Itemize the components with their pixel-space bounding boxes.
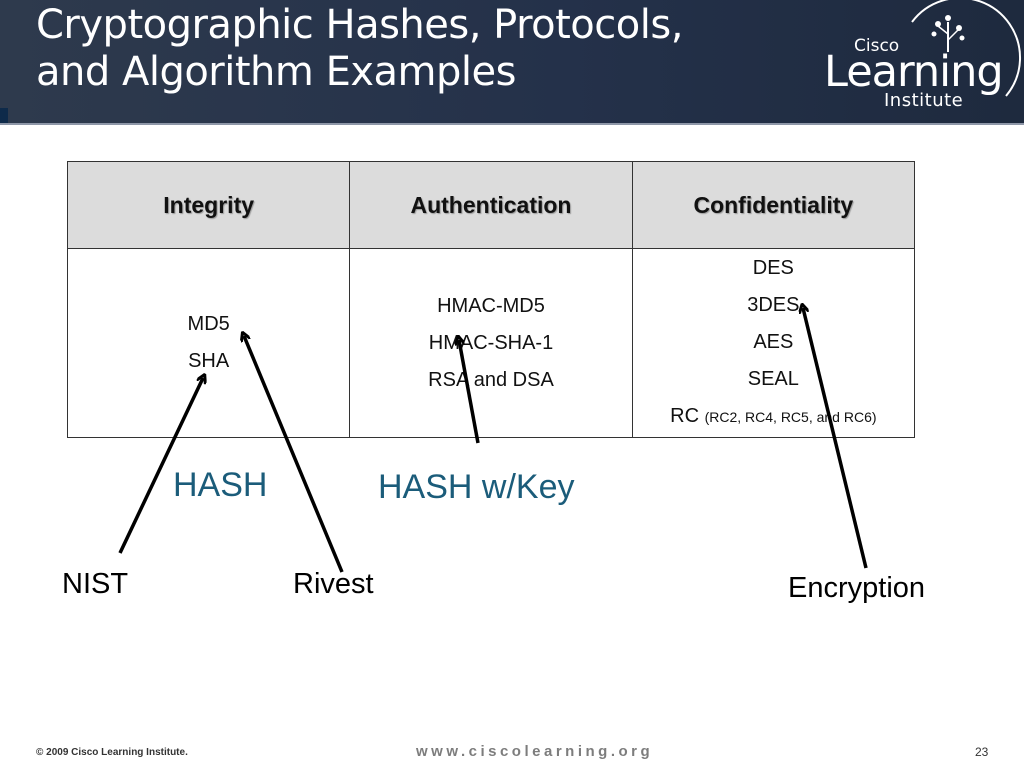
logo-cisco-text: Cisco — [854, 36, 900, 56]
integrity-sha: SHA — [188, 350, 230, 372]
footer-url: www.ciscolearning.org — [416, 743, 654, 760]
header-authentication: Authentication — [349, 161, 633, 249]
rivest-arrow — [244, 336, 344, 573]
cisco-learning-institute-logo: Cisco Learning Institute — [820, 0, 1024, 123]
header-confidentiality: Confidentiality — [631, 161, 916, 249]
hash-annotation: HASH — [173, 466, 268, 504]
slide-title: Cryptographic Hashes, Protocols, and Alg… — [36, 2, 756, 96]
conf-des: DES — [752, 257, 794, 279]
nist-annotation: NIST — [62, 568, 129, 600]
slide-header: Cryptographic Hashes, Protocols, and Alg… — [0, 0, 1024, 125]
conf-seal: SEAL — [747, 368, 799, 390]
footer-copyright: © 2009 Cisco Learning Institute. — [36, 747, 188, 758]
page-number: 23 — [975, 745, 989, 759]
integrity-cell: MD5 SHA — [66, 248, 351, 438]
encryption-annotation: Encryption — [788, 572, 926, 604]
title-line-2: and Algorithm Examples — [36, 49, 516, 95]
header-integrity: Integrity — [66, 161, 351, 249]
conf-rc: RC (RC2, RC4, RC5, and RC6) — [634, 398, 913, 436]
encryption-arrow — [803, 308, 868, 569]
nist-arrow — [118, 378, 203, 554]
title-line-1: Cryptographic Hashes, Protocols, — [36, 2, 683, 48]
logo-institute-text: Institute — [884, 90, 964, 111]
hash-key-arrow — [459, 340, 480, 444]
logo-tree-icon — [911, 0, 1022, 97]
conf-rc-prefix: RC — [670, 405, 700, 427]
conf-3des: 3DES — [747, 294, 800, 316]
header-accent — [0, 108, 8, 123]
confidentiality-cell: DES 3DES AES SEAL RC (RC2, RC4, RC5, and… — [631, 248, 916, 438]
rivest-annotation: Rivest — [293, 568, 374, 600]
conf-aes: AES — [753, 331, 794, 353]
integrity-md5: MD5 — [187, 313, 230, 335]
auth-rsa-dsa: RSA and DSA — [428, 368, 554, 391]
hash-key-annotation: HASH w/Key — [378, 468, 575, 506]
auth-hmac-md5: HMAC-MD5 — [437, 294, 545, 317]
conf-rc-detail: (RC2, RC4, RC5, and RC6) — [704, 409, 877, 425]
logo-learning-text: Learning — [824, 47, 1004, 97]
table-header-row: Integrity Authentication Confidentiality — [66, 161, 916, 249]
